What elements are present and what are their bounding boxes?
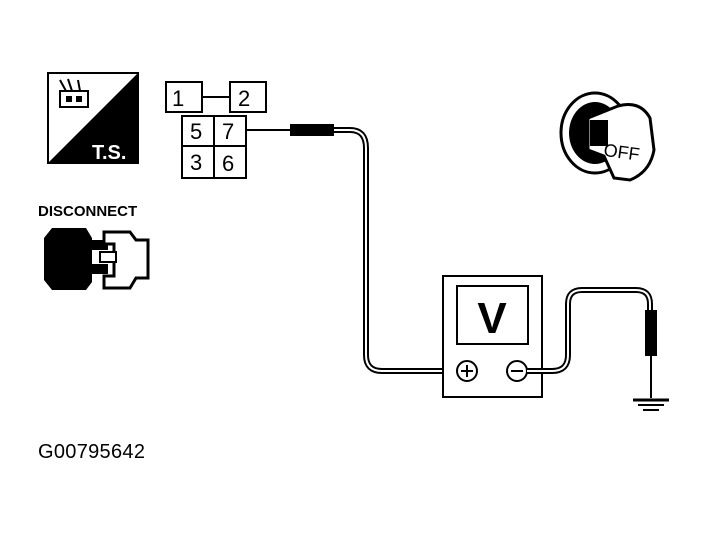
meter-display bbox=[456, 285, 529, 345]
pin-3: 3 bbox=[190, 150, 202, 175]
pin-5: 5 bbox=[190, 119, 202, 144]
ignition-position-label: OFF bbox=[602, 140, 640, 165]
ts-label: T.S. bbox=[92, 142, 126, 164]
ground-icon bbox=[633, 398, 669, 411]
voltmeter: V bbox=[442, 275, 543, 398]
meter-unit: V bbox=[477, 294, 507, 343]
pin-2: 2 bbox=[238, 86, 250, 111]
pin-6: 6 bbox=[222, 151, 234, 176]
ignition-key-icon: OFF bbox=[559, 91, 656, 182]
positive-terminal bbox=[456, 360, 478, 382]
positive-probe-lead bbox=[246, 124, 458, 374]
negative-probe-lead bbox=[527, 287, 657, 398]
check-connector: 1 2 5 7 3 6 bbox=[165, 81, 267, 179]
pin-7: 7 bbox=[222, 119, 234, 144]
disconnect-icon: DISCONNECT bbox=[38, 203, 150, 290]
figure-id: G00795642 bbox=[38, 441, 146, 463]
harness-icon bbox=[59, 78, 89, 108]
disconnect-label: DISCONNECT bbox=[38, 203, 137, 220]
ts-badge: T.S. bbox=[47, 72, 139, 164]
negative-terminal bbox=[506, 360, 528, 382]
pin-1: 1 bbox=[172, 86, 184, 111]
